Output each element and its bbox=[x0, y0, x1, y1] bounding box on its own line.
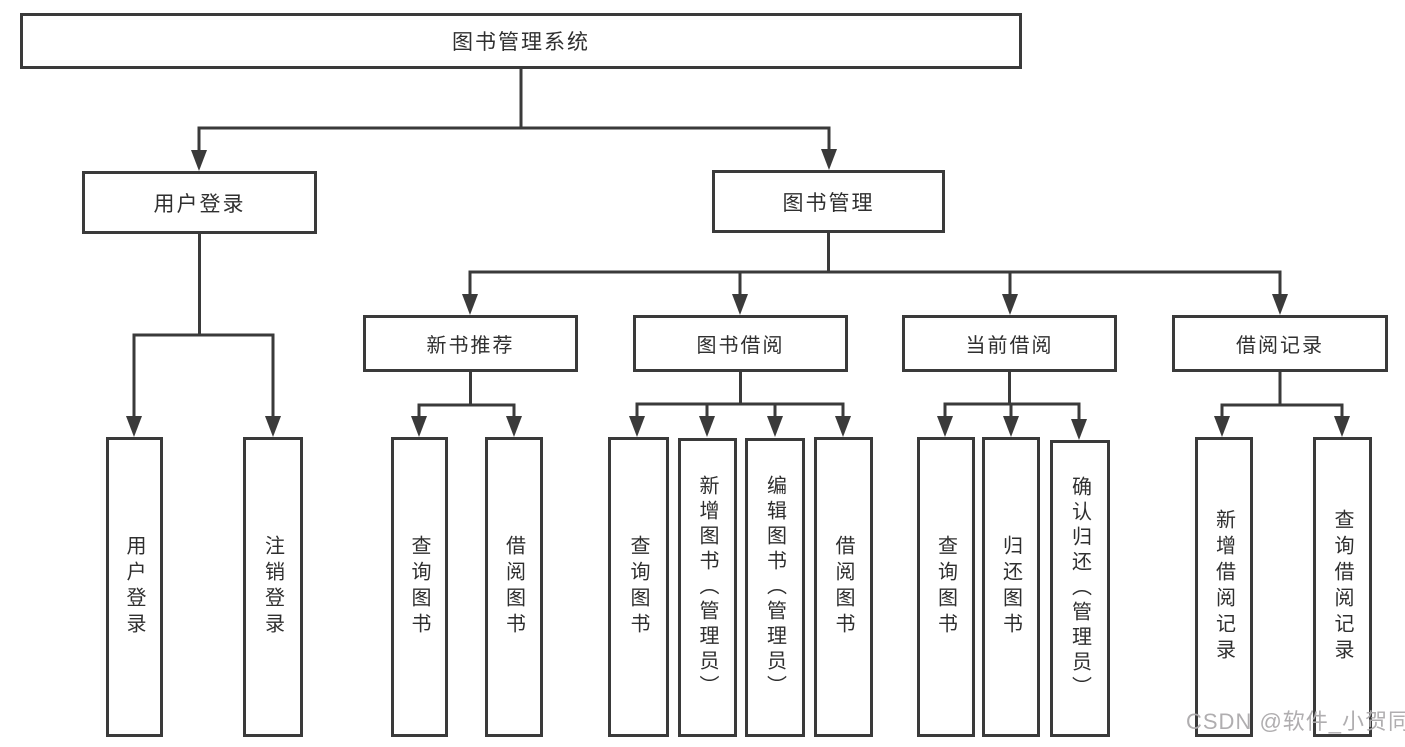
node-leaf-logout: 注销登录 bbox=[243, 437, 303, 737]
connector-current-borrow-children bbox=[937, 372, 1087, 440]
node-leaf-add-books-admin: 新增图书（管理员） bbox=[678, 438, 737, 737]
node-leaf-add-borrow-record: 新增借阅记录 bbox=[1195, 437, 1253, 737]
node-leaf-query-books-current: 查询图书 bbox=[917, 437, 975, 737]
node-current-borrow: 当前借阅 bbox=[902, 315, 1117, 372]
node-leaf-query-books-borrow: 查询图书 bbox=[608, 437, 669, 737]
connector-root-to-level2 bbox=[191, 69, 837, 171]
node-user-login: 用户登录 bbox=[82, 171, 317, 234]
connector-user-login-children bbox=[126, 234, 281, 437]
connector-book-borrow-children bbox=[629, 372, 851, 437]
node-book-borrow: 图书借阅 bbox=[633, 315, 848, 372]
node-new-book-recommend: 新书推荐 bbox=[363, 315, 578, 372]
node-leaf-user-login: 用户登录 bbox=[106, 437, 163, 737]
node-leaf-query-borrow-record: 查询借阅记录 bbox=[1313, 437, 1372, 737]
connector-borrow-records-children bbox=[1214, 372, 1350, 437]
connector-new-book-recommend-children bbox=[411, 372, 522, 437]
watermark: CSDN @软件_小贺同学 bbox=[1186, 709, 1405, 734]
connector-book-management-children bbox=[462, 233, 1288, 315]
node-book-management: 图书管理 bbox=[712, 170, 945, 233]
node-leaf-confirm-return-admin: 确认归还（管理员） bbox=[1050, 440, 1110, 737]
node-root: 图书管理系统 bbox=[20, 13, 1022, 69]
node-leaf-edit-books-admin: 编辑图书（管理员） bbox=[745, 438, 805, 737]
node-leaf-borrow-books-recommend: 借阅图书 bbox=[485, 437, 543, 737]
node-leaf-borrow-books: 借阅图书 bbox=[814, 437, 873, 737]
node-borrow-records: 借阅记录 bbox=[1172, 315, 1388, 372]
node-leaf-return-books: 归还图书 bbox=[982, 437, 1040, 737]
node-leaf-query-books-recommend: 查询图书 bbox=[391, 437, 448, 737]
